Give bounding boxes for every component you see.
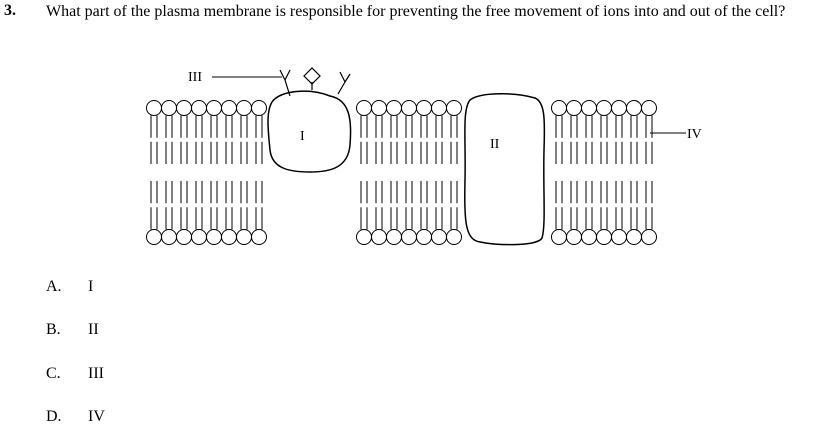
phospholipid-head	[206, 100, 222, 116]
phospholipid-head	[146, 100, 162, 116]
option-a[interactable]: A. I	[46, 278, 93, 296]
phospholipid-head	[371, 229, 387, 245]
phospholipid-head	[551, 229, 567, 245]
phospholipid-head	[416, 229, 432, 245]
phospholipid-head	[641, 100, 657, 116]
label-four: IV	[687, 127, 702, 142]
label-one: I	[300, 129, 305, 144]
phospholipid-head	[596, 100, 612, 116]
option-d-letter: D.	[46, 408, 62, 425]
option-b-text: II	[88, 321, 99, 338]
phospholipid-head	[446, 100, 462, 116]
phospholipid-head	[386, 229, 402, 245]
phospholipid-head	[176, 229, 192, 245]
phospholipid-head	[551, 100, 567, 116]
option-b[interactable]: B. II	[46, 321, 99, 339]
phospholipid-head	[191, 229, 207, 245]
option-c-text: III	[88, 365, 104, 382]
protein-one	[267, 90, 352, 173]
glycoprotein-carbohydrate	[279, 67, 351, 97]
phospholipid-head	[146, 229, 162, 245]
option-b-letter: B.	[46, 321, 61, 338]
phospholipid-head	[161, 100, 177, 116]
phospholipid-head	[221, 100, 237, 116]
protein-two	[464, 92, 546, 246]
plasma-membrane-diagram: III I II IV	[146, 67, 702, 246]
option-c[interactable]: C. III	[46, 365, 104, 383]
option-a-text: I	[88, 278, 94, 295]
phospholipid-head	[236, 229, 252, 245]
phospholipid-bilayer	[146, 100, 657, 245]
phospholipid-head	[251, 100, 267, 116]
phospholipid-head	[386, 100, 402, 116]
phospholipid-head	[251, 229, 267, 245]
phospholipid-head	[566, 229, 582, 245]
phospholipid-head	[596, 229, 612, 245]
option-c-letter: C.	[46, 365, 61, 382]
phospholipid-head	[581, 229, 597, 245]
phospholipid-head	[191, 100, 207, 116]
phospholipid-head	[611, 100, 627, 116]
phospholipid-head	[641, 229, 657, 245]
phospholipid-head	[371, 100, 387, 116]
phospholipid-head	[356, 229, 372, 245]
option-d-text: IV	[88, 408, 105, 425]
label-three: III	[188, 70, 202, 85]
phospholipid-head	[416, 100, 432, 116]
option-d[interactable]: D. IV	[46, 408, 105, 426]
phospholipid-head	[581, 100, 597, 116]
phospholipid-head	[626, 229, 642, 245]
phospholipid-head	[401, 229, 417, 245]
phospholipid-head	[206, 229, 222, 245]
phospholipid-head	[236, 100, 252, 116]
phospholipid-head	[221, 229, 237, 245]
phospholipid-head	[446, 229, 462, 245]
label-two: II	[490, 137, 500, 152]
phospholipid-head	[356, 100, 372, 116]
phospholipid-head	[611, 229, 627, 245]
question-text: What part of the plasma membrane is resp…	[46, 3, 786, 20]
question-number: 3.	[4, 2, 16, 19]
option-a-letter: A.	[46, 278, 62, 295]
phospholipid-head	[401, 100, 417, 116]
phospholipid-head	[431, 229, 447, 245]
phospholipid-head	[176, 100, 192, 116]
phospholipid-head	[431, 100, 447, 116]
phospholipid-head	[626, 100, 642, 116]
phospholipid-head	[566, 100, 582, 116]
phospholipid-head	[161, 229, 177, 245]
